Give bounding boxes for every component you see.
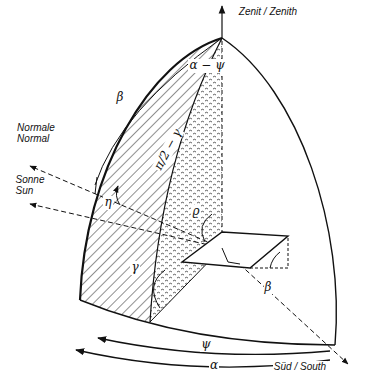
direction-label: Süd / South (273, 361, 327, 372)
normal-ray (30, 166, 222, 248)
hatched-region (80, 38, 222, 322)
normal-mark (95, 177, 97, 194)
rho-arc (202, 214, 212, 242)
angle-label: η (103, 196, 112, 209)
angle-label: π/2 − γ (151, 126, 184, 173)
psi-arc (98, 338, 330, 354)
angle-label: γ (130, 261, 139, 274)
tilted-plane (182, 232, 288, 268)
tilt-arc (270, 252, 280, 268)
plane-normal-foot (222, 248, 240, 264)
direction-label: Normale Normal (16, 122, 56, 144)
direction-label: Sonne Sun (15, 174, 46, 196)
gamma-arc (154, 270, 165, 308)
vertical-circle (150, 38, 222, 322)
eta-arc (116, 186, 120, 205)
angle-label: β (116, 91, 125, 104)
zenith-arrow (221, 6, 222, 38)
sun-ray (30, 204, 222, 248)
dome-outline (222, 38, 336, 345)
angle-label: α (209, 359, 219, 372)
angle-label: ϱ (191, 205, 200, 218)
plane-projection (250, 236, 288, 268)
axis-label: Zenit / Zenith (238, 6, 298, 17)
angle-label: α − ψ (188, 59, 225, 72)
angle-label: β (264, 281, 273, 294)
angle-label: ψ (200, 338, 211, 351)
